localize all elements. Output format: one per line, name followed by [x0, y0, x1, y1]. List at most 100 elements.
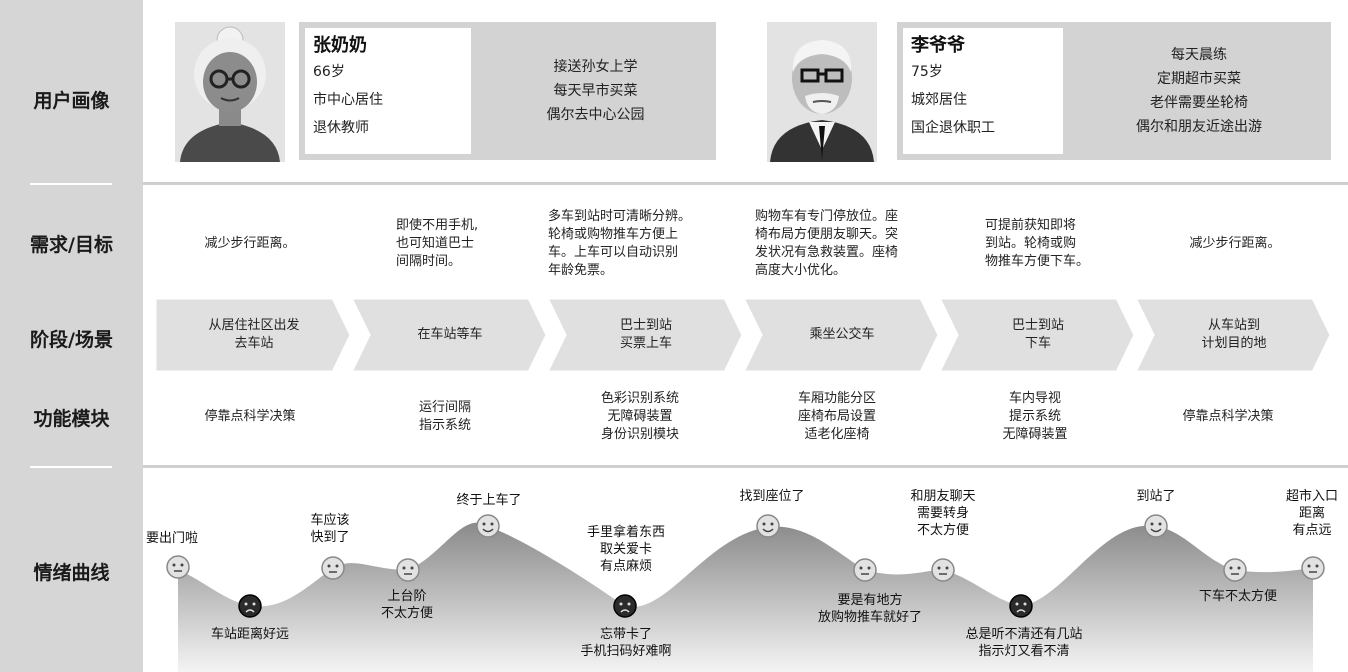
habit-item: 老伴需要坐轮椅: [1150, 95, 1248, 111]
neutral-face-icon: [396, 558, 420, 582]
stage-label: 乘坐公交车: [763, 298, 921, 372]
text-line: 指示灯又看不清: [978, 644, 1070, 659]
section-label-needs: 需求/目标: [30, 234, 113, 256]
text-line: 上台阶: [387, 589, 427, 604]
text-line: 巴士到站: [619, 318, 672, 333]
text-line: 车厢功能分区: [797, 391, 876, 406]
text-line: 身份识别模块: [600, 427, 679, 442]
text-line: 手里拿着东西: [586, 525, 666, 540]
text-line: 取关爱卡: [599, 542, 653, 557]
sidebar-divider: [30, 183, 112, 185]
grandma-portrait: [175, 22, 285, 162]
emotion-label: 和朋友聊天需要转身不太方便: [910, 488, 975, 539]
text-line: 手机扫码好难啊: [580, 644, 672, 659]
text-line: 到站。轮椅或购: [985, 236, 1077, 251]
need-cell: 减少步行距离。: [1140, 198, 1330, 290]
happy-face-icon: [756, 514, 780, 538]
stage-arrow: [348, 296, 549, 374]
text-line: 要是有地方: [837, 593, 903, 608]
stage-label: 从居住社区出发去车站: [175, 298, 333, 372]
stage-arrow: [936, 296, 1137, 374]
text-line: 到站了: [1136, 489, 1176, 504]
module-cell: 停靠点科学决策: [155, 378, 345, 456]
text-line: 终于上车了: [456, 493, 522, 508]
persona-age: 66岁: [313, 64, 345, 80]
happy-face-icon: [476, 514, 500, 538]
text-line: 总是听不清还有几站: [965, 627, 1083, 642]
emotion-label: 找到座位了: [739, 488, 804, 505]
text-line: 轮椅或购物推车方便上: [548, 227, 679, 242]
sidebar-divider: [30, 466, 112, 468]
emotion-label: 要是有地方放购物推车就好了: [818, 592, 922, 626]
persona-habits: 每天晨练 定期超市买菜 老伴需要坐轮椅 偶尔和朋友近途出游: [1067, 22, 1331, 160]
module-cell: 停靠点科学决策: [1133, 378, 1323, 456]
text-line: 要出门啦: [145, 531, 199, 546]
row-divider: [143, 465, 1348, 468]
persona-row: 张奶奶 66岁 市中心居住 退休教师 接送孙女上学 每天早市买菜 偶尔去中心公园: [143, 0, 1348, 180]
text-line: 从车站到: [1207, 318, 1260, 333]
grandpa-portrait: [767, 22, 877, 162]
text-line: 运行间隔: [418, 400, 471, 415]
text-line: 停靠点科学决策: [1182, 409, 1274, 424]
text-line: 不太方便: [916, 523, 970, 538]
habit-item: 定期超市买菜: [1157, 71, 1241, 87]
text-line: 乘坐公交车: [809, 327, 875, 342]
emotion-label: 超市入口距离有点远: [1286, 488, 1338, 539]
text-line: 车内导视: [1008, 391, 1061, 406]
text-line: 高度大小优化。: [755, 263, 847, 278]
persona-occupation: 国企退休职工: [911, 120, 995, 136]
text-line: 适老化座椅: [804, 427, 870, 442]
neutral-face-icon: [853, 558, 877, 582]
section-label-stages: 阶段/场景: [30, 329, 113, 351]
text-line: 色彩识别系统: [600, 391, 679, 406]
row-divider: [143, 182, 1348, 185]
habit-item: 每天早市买菜: [553, 83, 638, 99]
persona-age: 75岁: [911, 64, 943, 80]
habit-item: 偶尔去中心公园: [546, 107, 645, 123]
text-line: 有点远: [1292, 523, 1332, 538]
neutral-face-icon: [166, 555, 190, 579]
habit-item: 偶尔和朋友近途出游: [1136, 119, 1262, 135]
module-cell: 车厢功能分区座椅布局设置适老化座椅: [742, 378, 932, 456]
stage-arrow: [1132, 296, 1333, 374]
text-line: 椅布局方便朋友聊天。突: [755, 227, 899, 242]
emotion-area: [178, 522, 1313, 672]
emotion-label: 要出门啦: [146, 530, 198, 547]
section-label-emotion: 情绪曲线: [33, 562, 110, 584]
text-line: 找到座位了: [739, 489, 805, 504]
text-line: 车。上车可以自动识别: [548, 245, 679, 260]
text-line: 忘带卡了: [599, 627, 653, 642]
persona-info: 李爷爷 75岁 城郊居住 国企退休职工: [903, 28, 1063, 154]
module-cell: 车内导视提示系统无障碍装置: [940, 378, 1130, 456]
text-line: 车应该: [310, 513, 350, 528]
persona-info: 张奶奶 66岁 市中心居住 退休教师: [305, 28, 471, 154]
persona-residence: 城郊居住: [911, 92, 967, 108]
persona-residence: 市中心居住: [313, 92, 383, 108]
stage-arrows: [153, 296, 1333, 374]
stage-label: 巴士到站买票上车: [567, 298, 725, 372]
text-line: 减少步行距离。: [1189, 236, 1281, 251]
habit-item: 每天晨练: [1171, 47, 1227, 63]
text-line: 车站距离好远: [210, 627, 290, 642]
text-line: 购物车有专门停放位。座: [755, 209, 899, 224]
emotion-label: 总是听不清还有几站指示灯又看不清: [965, 626, 1082, 660]
emotion-label: 忘带卡了手机扫码好难啊: [580, 626, 671, 660]
text-line: 买票上车: [619, 336, 672, 351]
text-line: 从居住社区出发: [208, 318, 300, 333]
text-line: 有点麻烦: [599, 559, 653, 574]
section-label-modules: 功能模块: [33, 408, 110, 430]
neutral-face-icon: [1223, 558, 1247, 582]
emotion-label: 到站了: [1136, 488, 1175, 505]
text-line: 距离: [1298, 506, 1326, 521]
stage-label: 巴士到站下车: [959, 298, 1117, 372]
text-line: 和朋友聊天: [910, 489, 976, 504]
text-line: 无障碍装置: [607, 409, 673, 424]
neutral-face-icon: [931, 558, 955, 582]
text-line: 可提前获知即将: [985, 218, 1077, 233]
stage-label: 从车站到计划目的地: [1155, 298, 1313, 372]
module-cell: 色彩识别系统无障碍装置身份识别模块: [545, 378, 735, 456]
need-cell: 可提前获知即将到站。轮椅或购物推车方便下车。: [985, 198, 1135, 290]
persona-occupation: 退休教师: [313, 120, 369, 136]
neutral-face-icon: [321, 556, 345, 580]
need-cell: 即使不用手机,也可知道巴士间隔时间。: [396, 198, 516, 290]
